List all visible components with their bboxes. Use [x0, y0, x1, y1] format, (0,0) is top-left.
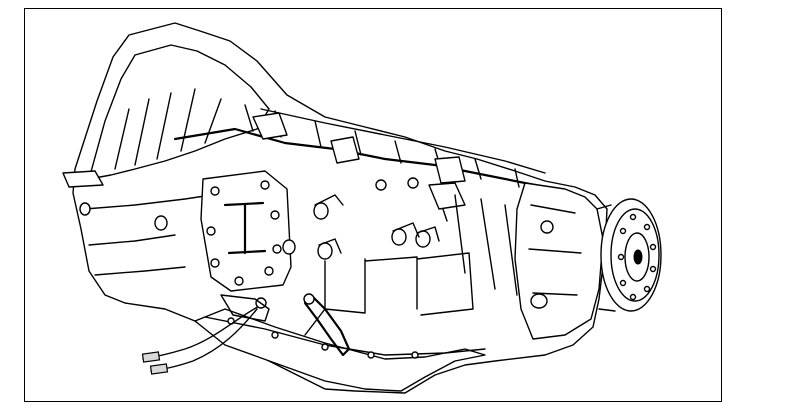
tail-housing-ribs: [528, 204, 582, 296]
oil-pan-flange: [204, 316, 486, 356]
sensor-bracket: [220, 294, 270, 322]
boss-extensions: [314, 194, 440, 254]
shift-lever-pivot: [303, 293, 315, 305]
cover-plate-bolts: [206, 180, 282, 286]
case-bosses: [79, 177, 431, 260]
connector-lower: [149, 363, 169, 375]
case-top-edge: [173, 127, 537, 187]
tail-boss: [540, 220, 554, 234]
pan-bolts: [227, 317, 419, 359]
transmission-illustration: [62, 22, 662, 394]
connector-upper: [141, 351, 161, 363]
cover-plate-channel: [223, 201, 267, 255]
flange-neck: [596, 204, 616, 312]
tail-boss-lower: [530, 293, 548, 309]
bell-housing-ribs: [114, 88, 222, 170]
upper-block-left: [252, 112, 288, 140]
upper-block-mid: [330, 136, 360, 164]
tail-housing: [514, 182, 604, 340]
figure-frame: [24, 8, 722, 402]
shift-lever: [303, 293, 351, 357]
output-flange: [600, 198, 662, 312]
case-top-channel: [260, 108, 546, 174]
lower-case-ribs: [454, 194, 518, 296]
upper-block-right: [434, 156, 466, 184]
bell-mounting-tab: [62, 170, 104, 188]
solenoid-pack: [428, 182, 466, 222]
bell-housing-inner: [88, 44, 270, 180]
lower-case-webs: [304, 252, 474, 336]
